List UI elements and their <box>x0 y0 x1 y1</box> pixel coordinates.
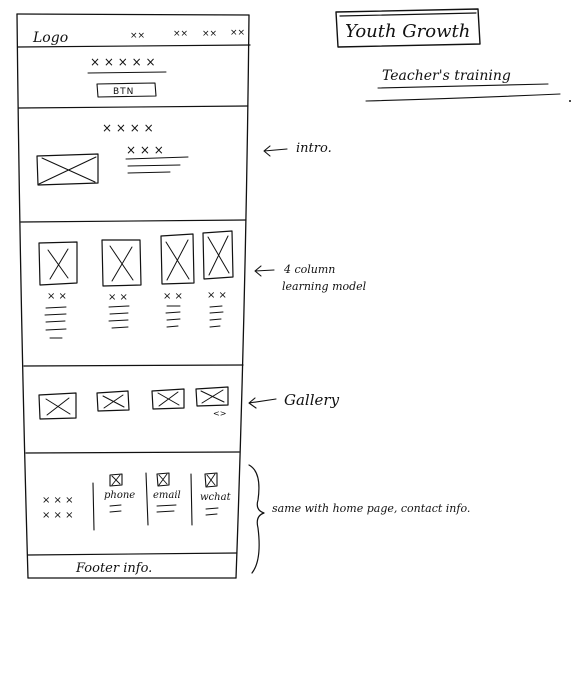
wire-contact-text: × × × <box>42 510 74 521</box>
project-title: Youth Growth <box>345 21 470 42</box>
project-subtitle: Teacher's training <box>382 68 511 84</box>
wire-column: × × <box>101 239 142 329</box>
wire-contact-item: email <box>153 472 181 513</box>
arrow-icon <box>254 265 275 277</box>
wire-column: × × <box>202 230 234 328</box>
wire-gallery-image <box>151 388 185 410</box>
wire-contact-label: wchat <box>200 492 232 503</box>
project-subtitle-group: Teacher's training <box>365 68 571 102</box>
arrow-icon <box>248 397 277 409</box>
wire-intro-image <box>36 153 99 186</box>
wire-contact-label: phone <box>104 490 135 501</box>
wire-gallery-arrows: <> <box>213 409 226 418</box>
wire-hero-button: BTN <box>113 87 134 97</box>
annotation-contact-text: same with home page, contact info. <box>272 502 470 515</box>
wire-header: Logo ×× ×× ×× ×× <box>32 28 245 46</box>
divider-intro <box>20 219 247 223</box>
pen-dot <box>569 100 571 102</box>
wire-column-label: × × <box>108 292 128 303</box>
wire-columns: × × × × × × × × <box>38 230 234 339</box>
annotation-gallery-text: Gallery <box>284 391 340 409</box>
wire-hero: × × × × × BTN <box>87 55 167 98</box>
wire-contact: × × × × × × phone email wchat <box>42 472 232 531</box>
wire-nav-item: ×× <box>173 29 188 39</box>
wire-column: × × <box>38 241 78 339</box>
wire-logo: Logo <box>32 30 68 46</box>
wire-nav-item: ×× <box>230 28 245 38</box>
annotation-gallery: Gallery <box>248 391 340 409</box>
annotation-intro-text: intro. <box>296 141 332 156</box>
annotation-columns-line1: 4 column <box>283 263 335 276</box>
wire-gallery-image <box>195 386 229 407</box>
divider-header <box>17 44 251 48</box>
annotation-columns: 4 column learning model <box>254 263 367 293</box>
annotation-contact: same with home page, contact info. <box>248 464 470 574</box>
divider-columns <box>23 364 244 367</box>
wire-column-label: × × <box>207 290 227 301</box>
page-frame <box>16 13 251 579</box>
project-title-box: Youth Growth <box>335 8 481 48</box>
wire-intro-heading: × × × × <box>102 121 154 135</box>
annotation-columns-line2: learning model <box>282 280 367 293</box>
wire-intro: × × × × × × × <box>36 121 189 186</box>
divider-gallery <box>25 451 240 454</box>
wire-hero-button-box <box>96 82 157 98</box>
wire-contact-item: wchat <box>200 472 232 516</box>
annotation-intro: intro. <box>263 141 332 157</box>
wire-contact-item: phone <box>104 473 135 513</box>
wire-intro-subheading: × × × <box>126 143 164 157</box>
arrow-icon <box>263 145 288 157</box>
wire-footer: Footer info. <box>75 561 152 576</box>
wire-gallery-image <box>38 392 77 420</box>
wire-column-label: × × <box>163 291 183 302</box>
wire-nav-item: ×× <box>202 29 217 39</box>
wire-hero-heading: × × × × × <box>90 55 156 69</box>
divider-contact <box>27 552 238 556</box>
wire-contact-text: × × × <box>42 495 74 506</box>
wire-contact-label: email <box>153 490 181 501</box>
wire-column: × × <box>160 233 195 328</box>
divider-hero <box>18 105 249 109</box>
wire-gallery-image <box>96 390 130 412</box>
wire-gallery: <> <box>38 386 229 420</box>
wire-column-label: × × <box>47 291 67 302</box>
brace-icon <box>248 464 265 574</box>
wire-nav-item: ×× <box>130 31 145 41</box>
